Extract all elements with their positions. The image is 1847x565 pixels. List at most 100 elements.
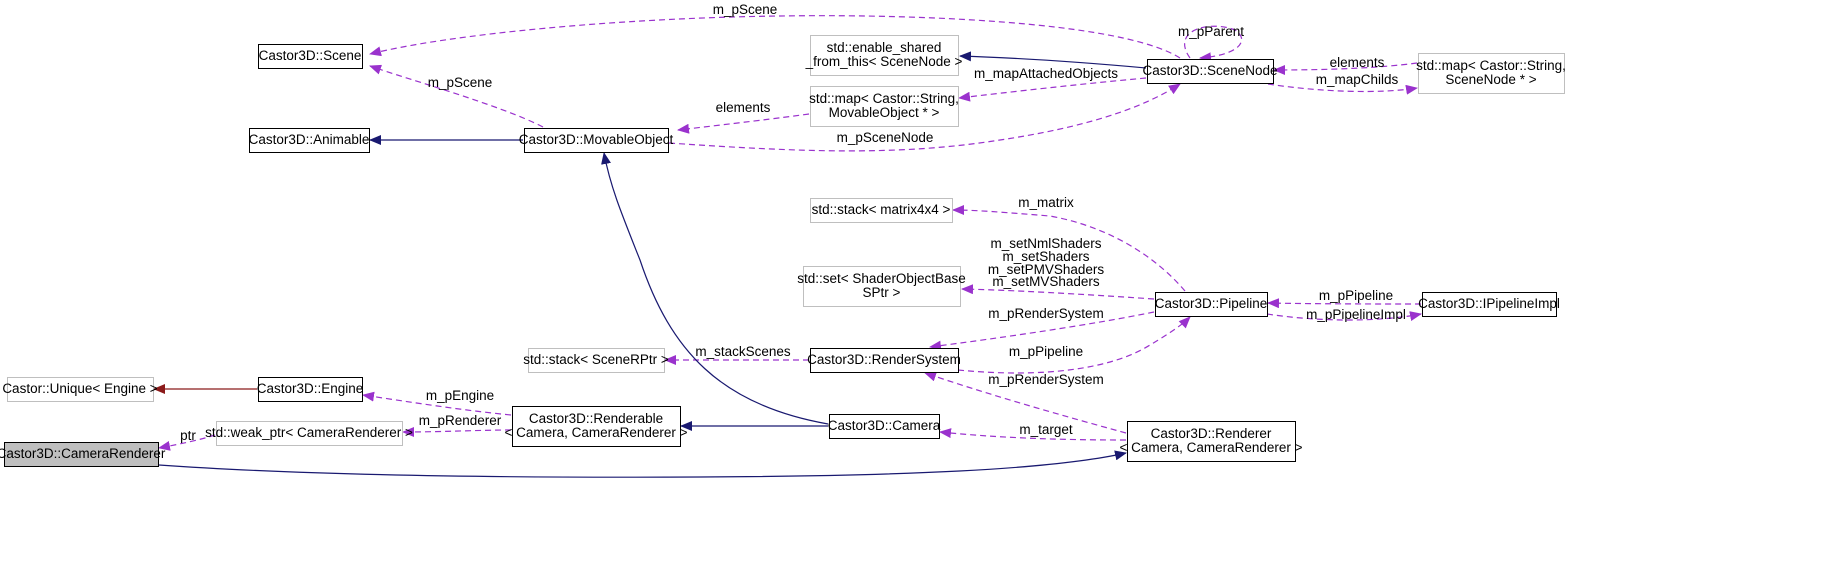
- edge-line: [957, 316, 1191, 374]
- edge-label: m_mapAttachedObjects: [974, 66, 1118, 81]
- node-rendersystem[interactable]: Castor3D::RenderSystem: [807, 348, 961, 373]
- node-label: Castor3D::Renderable: [529, 411, 663, 426]
- edge-camera-to-movable: [601, 152, 829, 425]
- node-label: Castor3D::SceneNode: [1142, 63, 1277, 78]
- node-weakptr[interactable]: std::weak_ptr< CameraRenderer >: [205, 421, 413, 446]
- node-label: std::stack< SceneRPtr >: [523, 352, 669, 367]
- node-box: [528, 348, 665, 373]
- node-camera[interactable]: Castor3D::Camera: [828, 414, 941, 439]
- node-box: [1422, 292, 1557, 317]
- node-label: Castor3D::RenderSystem: [807, 352, 961, 367]
- node-box: [249, 128, 370, 153]
- edge-line: [1266, 311, 1422, 322]
- node-label: std::stack< matrix4x4 >: [812, 202, 951, 217]
- node-label: < Camera, CameraRenderer >: [504, 425, 687, 440]
- node-label: SPtr >: [863, 285, 901, 300]
- edge-line: [601, 152, 829, 425]
- edge-line: [939, 428, 1127, 441]
- nodes-layer: Castor3D::SceneCastor3D::AnimableCastor:…: [0, 35, 1566, 467]
- edge-label: m_setNmlShaders: [990, 236, 1101, 251]
- node-label: Castor::Unique< Engine >: [2, 381, 157, 396]
- node-camerarenderer[interactable]: Castor3D::CameraRenderer: [0, 442, 166, 467]
- node-renderable[interactable]: Castor3D::Renderable< Camera, CameraRend…: [504, 406, 688, 447]
- edge-label: m_pEngine: [426, 388, 494, 403]
- node-pipeline[interactable]: Castor3D::Pipeline: [1155, 292, 1268, 317]
- edge-ipipelineimpl-to-pipeline: m_pPipeline: [1267, 288, 1422, 309]
- edge-mapmovable-to-movable: elements: [677, 100, 810, 134]
- node-box: [216, 421, 403, 446]
- node-box: [810, 198, 953, 223]
- edge-scenenode-to-scene: m_pScene: [369, 2, 1181, 59]
- edge-line: [1267, 83, 1418, 95]
- edge-rendersystem-to-stackscene: m_stackScenes: [664, 344, 809, 365]
- edge-line: [369, 64, 544, 128]
- node-scenenode[interactable]: Castor3D::SceneNode: [1142, 59, 1278, 84]
- node-stackscene[interactable]: std::stack< SceneRPtr >: [523, 348, 669, 373]
- node-animable[interactable]: Castor3D::Animable: [249, 128, 370, 153]
- edge-line: [958, 77, 1147, 102]
- edge-label: m_pPipeline: [1009, 344, 1083, 359]
- edge-line: [369, 15, 1181, 59]
- edge-label: m_pRenderSystem: [988, 306, 1104, 321]
- node-stackmatrix[interactable]: std::stack< matrix4x4 >: [810, 198, 953, 223]
- edge-line: [952, 205, 1186, 292]
- edge-scenenode-to-mapscenenode: m_mapChilds: [1267, 72, 1418, 95]
- edge-line: [924, 371, 1127, 434]
- node-mapmovable[interactable]: std::map< Castor::String,MovableObject *…: [809, 86, 959, 127]
- edge-pipeline-to-stackmatrix: m_matrix: [952, 195, 1186, 292]
- node-label: Castor3D::CameraRenderer: [0, 446, 166, 461]
- node-box: [1155, 292, 1268, 317]
- edge-label: m_matrix: [1018, 195, 1074, 210]
- edge-scenenode-to-enableshared: [959, 51, 1147, 69]
- node-label: std::map< Castor::String,: [1416, 58, 1566, 73]
- edge-label: ptr: [180, 428, 196, 443]
- edge-line: [959, 51, 1147, 69]
- node-unique[interactable]: Castor::Unique< Engine >: [2, 377, 158, 402]
- edge-label: elements: [716, 100, 771, 115]
- edge-scenenode-to-scenenode: m_pParent: [1178, 24, 1244, 63]
- node-movable[interactable]: Castor3D::MovableObject: [519, 128, 674, 153]
- node-label: std::weak_ptr< CameraRenderer >: [205, 425, 413, 440]
- node-box: [258, 377, 363, 402]
- edge-label: m_pScene: [713, 2, 778, 17]
- edge-scenenode-to-mapmovable: m_mapAttachedObjects: [958, 66, 1147, 102]
- edge-label: m_pRenderSystem: [988, 372, 1104, 387]
- edge-mapscenenode-to-scenenode: elements: [1273, 55, 1418, 75]
- node-enableshared[interactable]: std::enable_shared_from_this< SceneNode …: [805, 35, 963, 76]
- edge-pipeline-to-setshader: m_setNmlShadersm_setShadersm_setPMVShade…: [961, 236, 1155, 300]
- node-box: [1418, 53, 1565, 94]
- node-scene[interactable]: Castor3D::Scene: [258, 44, 363, 69]
- node-label: Castor3D::Scene: [259, 48, 362, 63]
- node-label: std::map< Castor::String,: [809, 91, 959, 106]
- node-label: Castor3D::Renderer: [1151, 426, 1272, 441]
- node-box: [1147, 59, 1274, 84]
- edge-movable-to-scene: m_pScene: [369, 64, 544, 128]
- edge-line: [158, 450, 1127, 478]
- edge-renderer-to-rendersystem: m_pRenderSystem: [924, 371, 1127, 434]
- node-ipipelineimpl[interactable]: Castor3D::IPipelineImpl: [1418, 292, 1560, 317]
- node-renderer[interactable]: Castor3D::Renderer< Camera, CameraRender…: [1119, 421, 1303, 462]
- node-box: [4, 442, 159, 467]
- node-label: Castor3D::MovableObject: [519, 132, 674, 147]
- node-label: Castor3D::Pipeline: [1155, 296, 1268, 311]
- edge-label: m_setMVShaders: [992, 274, 1100, 289]
- edge-label: m_pRenderer: [419, 413, 502, 428]
- node-box: [810, 86, 959, 127]
- edge-line: [1183, 25, 1243, 63]
- edges-layer: m_pScenem_pSceneelementsm_pSceneNodem_ma…: [153, 2, 1422, 478]
- node-engine[interactable]: Castor3D::Engine: [257, 377, 364, 402]
- edge-label: m_setShaders: [1002, 249, 1089, 264]
- node-mapscenenode[interactable]: std::map< Castor::String,SceneNode * >: [1416, 53, 1566, 94]
- edge-label: m_mapChilds: [1316, 72, 1399, 87]
- edge-renderer-to-camera: m_target: [939, 422, 1127, 441]
- node-box: [829, 414, 940, 439]
- edge-label: elements: [1330, 55, 1385, 70]
- edge-label: m_pPipeline: [1319, 288, 1393, 303]
- node-label: < Camera, CameraRenderer >: [1119, 440, 1302, 455]
- edge-label: m_pScene: [428, 75, 493, 90]
- node-label: SceneNode * >: [1445, 72, 1536, 87]
- edge-line: [1273, 62, 1418, 75]
- edge-label: m_setPMVShaders: [988, 262, 1105, 277]
- node-box: [810, 35, 959, 76]
